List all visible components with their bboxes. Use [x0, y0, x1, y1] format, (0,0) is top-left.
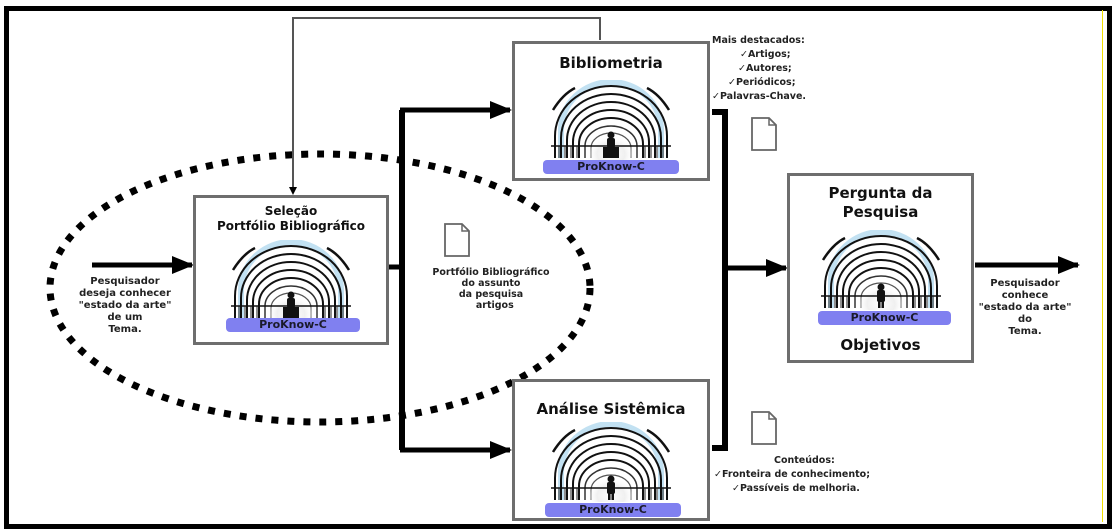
document-icon [444, 223, 470, 257]
output-line: conhece [1001, 290, 1049, 301]
title-line: Portfólio Bibliográfico [217, 219, 365, 233]
box-analise-sistemica[interactable]: Análise Sistêmica [512, 379, 710, 521]
title-line: Seleção [264, 204, 318, 218]
proknow-badge: ProKnow-C [818, 311, 951, 325]
analise-item: ✓Fronteira de conhecimento; [714, 469, 870, 480]
box-selecao-portfolio[interactable]: Seleção Portfólio Bibliográfico [193, 195, 389, 345]
input-line: "estado da arte" [78, 300, 172, 311]
proknow-badge: ProKnow-C [226, 318, 360, 332]
analise-outputs: Conteúdos: ✓Fronteira de conhecimento; ✓… [714, 454, 924, 496]
bibliometria-item: ✓Autores; [738, 63, 792, 74]
portfolio-line: do assunto [461, 278, 521, 289]
frame-edge [1102, 10, 1103, 522]
input-line: de um [107, 312, 143, 323]
title-line: Pergunta da [828, 184, 933, 202]
box-bibliometria[interactable]: Bibliometria ProKnow-C [512, 41, 710, 181]
bibliometria-item: ✓Periódicos; [728, 77, 796, 88]
feedback-line [289, 17, 601, 195]
output-line: "estado da arte" [978, 302, 1072, 313]
bibliometria-item: ✓Palavras-Chave. [712, 91, 807, 102]
input-line: Pesquisador [90, 276, 160, 287]
input-description: Pesquisador deseja conhecer "estado da a… [70, 276, 180, 336]
scope-ellipse [46, 150, 594, 426]
bibliometria-heading: Mais destacados: [712, 35, 805, 46]
output-description: Pesquisador conhece "estado da arte" do … [970, 278, 1080, 338]
portfolio-line: Portfólio Bibliográfico [432, 267, 550, 278]
document-icon [751, 117, 777, 151]
tunnel-icon [541, 421, 681, 508]
output-line: Tema. [1008, 326, 1042, 337]
tunnel-icon [811, 229, 951, 316]
box-title: Análise Sistêmica [536, 400, 686, 418]
portfolio-line: da pesquisa [458, 289, 524, 300]
bibliometria-outputs: Mais destacados: ✓Artigos; ✓Autores; ✓Pe… [712, 34, 832, 104]
tunnel-icon [541, 79, 681, 166]
input-line: Tema. [108, 324, 142, 335]
box-pergunta-pesquisa[interactable]: Pergunta da Pesquisa [787, 173, 974, 363]
title-line: Pesquisa [842, 203, 919, 221]
analise-heading: Conteúdos: [774, 455, 835, 466]
portfolio-description: Portfólio Bibliográfico do assunto da pe… [416, 267, 566, 311]
output-line: do [1017, 314, 1033, 325]
document-icon [751, 411, 777, 445]
box-title: Seleção Portfólio Bibliográfico [196, 204, 386, 234]
input-line: deseja conhecer [79, 288, 171, 299]
analise-item: ✓Passíveis de melhoria. [732, 483, 860, 494]
box-footer: Objetivos [840, 336, 921, 354]
box-title: Pergunta da Pesquisa [790, 184, 971, 222]
proknow-badge: ProKnow-C [543, 160, 679, 174]
tunnel-icon [221, 239, 361, 326]
bibliometria-item: ✓Artigos; [740, 49, 791, 60]
box-title: Bibliometria [559, 54, 663, 72]
output-line: Pesquisador [990, 278, 1060, 289]
proknow-badge: ProKnow-C [545, 503, 681, 517]
portfolio-line: artigos [468, 300, 514, 311]
